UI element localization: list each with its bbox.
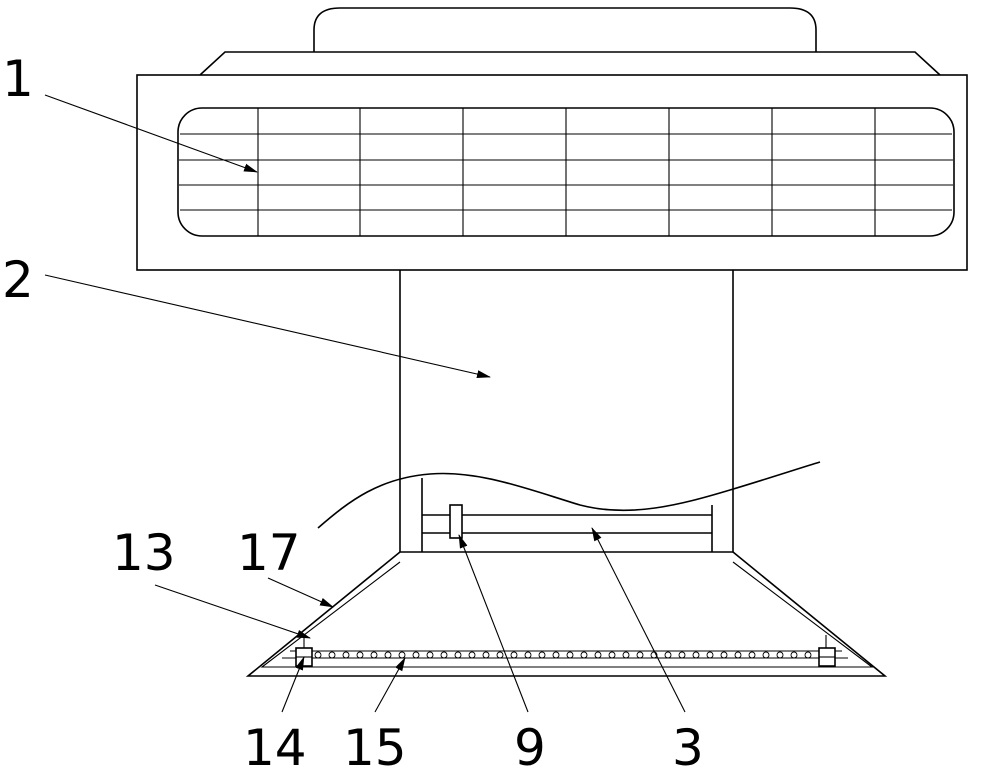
top-cap [314, 8, 816, 52]
filter-strip [282, 651, 848, 658]
filter-hole [385, 652, 391, 658]
label-14: 14 [243, 719, 307, 777]
label-1: 1 [2, 50, 34, 108]
vent-grille [178, 108, 954, 236]
filter-hole [427, 652, 433, 658]
filter-hole [539, 652, 545, 658]
filter-hole [329, 652, 335, 658]
filter-hole [623, 652, 629, 658]
filter-hole [721, 652, 727, 658]
filter-hole [511, 652, 517, 658]
filter-hole [609, 652, 615, 658]
filter-hole [707, 652, 713, 658]
part-labels: 1 2 13 17 14 15 9 3 [2, 50, 704, 777]
support-rods [304, 635, 826, 651]
filter-hole [665, 652, 671, 658]
filter-hole [343, 652, 349, 658]
filter-hole [777, 652, 783, 658]
filter-hole [567, 652, 573, 658]
filter-hole [791, 652, 797, 658]
filter-hole [455, 652, 461, 658]
filter-perforations [315, 652, 811, 658]
filter-hole [371, 652, 377, 658]
leader-3 [592, 528, 685, 712]
label-15: 15 [343, 719, 407, 777]
filter-hole [357, 652, 363, 658]
leader-lines [45, 95, 685, 712]
filter-hole [805, 652, 811, 658]
label-3: 3 [672, 719, 704, 777]
filter-hole [637, 652, 643, 658]
leader-17 [268, 578, 333, 607]
filter-hole [483, 652, 489, 658]
filter-hole [595, 652, 601, 658]
filter-hole [693, 652, 699, 658]
filter-hole [315, 652, 321, 658]
leader-2 [45, 275, 490, 377]
filter-hole [413, 652, 419, 658]
label-13: 13 [112, 524, 176, 582]
leader-14 [282, 657, 304, 712]
main-housing [137, 75, 967, 270]
label-2: 2 [2, 251, 34, 309]
filter-hole [441, 652, 447, 658]
filter-hole [763, 652, 769, 658]
filter-hole [679, 652, 685, 658]
filter-hole [581, 652, 587, 658]
inner-frame [422, 478, 712, 552]
filter-hole [469, 652, 475, 658]
label-9: 9 [514, 719, 546, 777]
filter-hole [553, 652, 559, 658]
filter-hole [735, 652, 741, 658]
leader-13 [155, 585, 310, 638]
break-line [318, 462, 820, 528]
filter-hole [497, 652, 503, 658]
filter-hole [749, 652, 755, 658]
label-17: 17 [237, 524, 301, 582]
filter-hole [399, 652, 405, 658]
leader-15 [375, 658, 405, 712]
filter-hole [525, 652, 531, 658]
slider-block [450, 505, 462, 538]
housing-shoulder [200, 52, 940, 75]
leader-9 [459, 535, 528, 712]
